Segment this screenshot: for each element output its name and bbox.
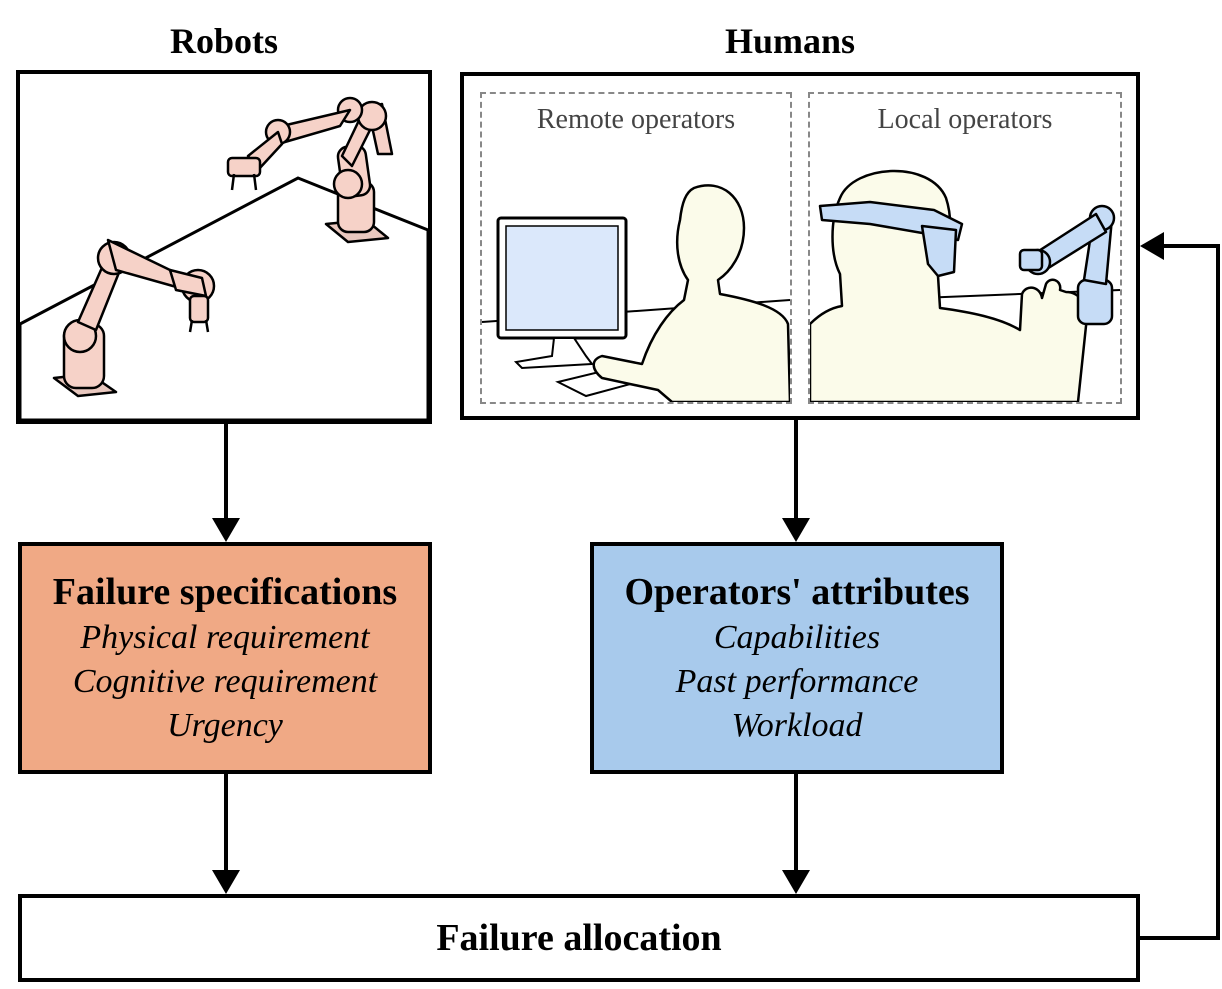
- feedback-arrow: [1140, 244, 1220, 940]
- operator-attribute-item: Capabilities: [713, 619, 881, 656]
- vr-headset-icon: [818, 200, 964, 278]
- operator-attribute-item: Workload: [731, 707, 863, 744]
- robot-arms-illustration: [18, 96, 430, 422]
- arrowhead: [212, 518, 240, 542]
- failure-allocation-label: Failure allocation: [436, 917, 722, 959]
- robots-panel: [16, 70, 432, 424]
- small-robot-arm-icon: [1018, 204, 1116, 326]
- robot-arm-back: [226, 96, 394, 244]
- robots-heading: Robots: [169, 21, 279, 61]
- failure-specifications-box: Failure specifications Physical requirem…: [18, 542, 432, 774]
- arrowhead: [782, 518, 810, 542]
- failure-spec-item: Cognitive requirement: [72, 663, 378, 700]
- arrowhead: [1140, 232, 1164, 260]
- operator-attribute-item: Past performance: [675, 663, 919, 700]
- local-operators-label: Local operators: [877, 104, 1053, 135]
- remote-operators-panel: Remote operators: [480, 92, 792, 404]
- robot-arm-front: [52, 238, 216, 398]
- failure-specifications-title: Failure specifications: [52, 571, 398, 613]
- arrowhead: [782, 870, 810, 894]
- humans-panel: Remote operators Local operators: [460, 72, 1140, 420]
- failure-spec-item: Urgency: [167, 707, 283, 744]
- local-operator-illustration: [810, 169, 1120, 402]
- remote-operator-illustration: [482, 184, 790, 402]
- arrowhead: [212, 870, 240, 894]
- local-operators-panel: Local operators: [808, 92, 1122, 404]
- failure-allocation-box: Failure allocation: [18, 894, 1140, 982]
- operators-attributes-box: Operators' attributes Capabilities Past …: [590, 542, 1004, 774]
- remote-operators-label: Remote operators: [536, 104, 736, 135]
- failure-spec-item: Physical requirement: [80, 619, 370, 656]
- humans-heading: Humans: [724, 21, 856, 61]
- operators-attributes-title: Operators' attributes: [624, 571, 970, 613]
